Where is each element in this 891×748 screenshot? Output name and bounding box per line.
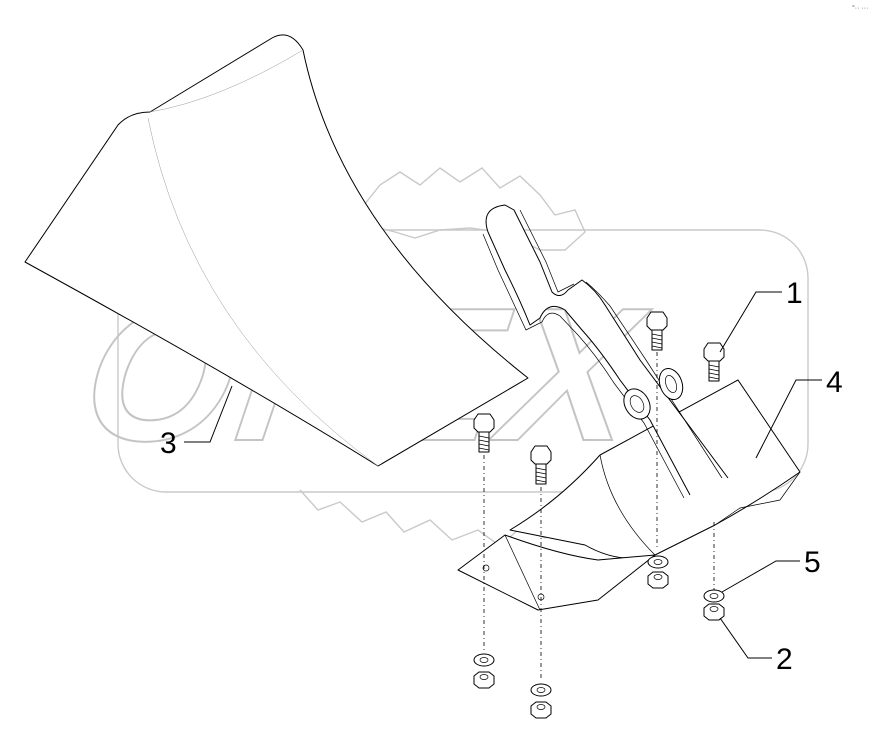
bolt-icon	[530, 445, 552, 485]
watermark-gear-outline	[359, 167, 586, 251]
watermark-frame	[117, 229, 809, 493]
bolts-part-1	[473, 311, 725, 485]
guard-plate-top-fold	[149, 49, 304, 113]
leader-line-4	[755, 379, 822, 459]
leader-line-1	[719, 291, 782, 353]
bolt-icon	[703, 342, 725, 382]
bracket-hole-left	[482, 564, 490, 572]
leader-line-5	[721, 560, 800, 593]
wire-eye-left-inner	[629, 395, 645, 413]
leader-lines	[184, 291, 822, 659]
leader-line-3	[184, 385, 233, 443]
bracket-crease	[599, 454, 656, 556]
guard-plate-fold-line	[147, 117, 379, 467]
wire-eye-right-inner	[665, 375, 677, 393]
callout-label-5: 5	[804, 546, 821, 579]
leader-line-2	[719, 617, 772, 659]
washer-icon	[473, 653, 495, 667]
bolt-icon	[473, 413, 495, 453]
washer-icon	[530, 683, 552, 697]
wire-inner	[482, 209, 723, 499]
bracket-base	[457, 534, 656, 611]
spring-wire	[482, 204, 729, 499]
bolt-icon	[646, 311, 668, 351]
watermark-gear-bottom	[299, 489, 559, 547]
nut-icon	[473, 671, 495, 689]
bracket-lip	[714, 471, 801, 526]
nut-icon	[647, 571, 669, 589]
wire-loop	[485, 204, 729, 496]
wire-eye-left	[623, 388, 651, 420]
washer-icon	[647, 555, 669, 569]
bracket-edge-line	[504, 534, 541, 611]
callout-label-4: 4	[826, 366, 843, 399]
corner-mark: °·· ···	[852, 4, 868, 12]
callout-labels: 1 2 3 4 5	[160, 277, 843, 676]
scraper-bracket-part-4	[457, 379, 801, 611]
assembly-axes	[483, 352, 715, 680]
nuts-part-2	[473, 571, 725, 719]
nut-icon	[703, 603, 725, 621]
wire-eye-right	[658, 368, 684, 400]
washer-icon	[703, 589, 725, 603]
callout-label-2: 2	[776, 643, 793, 676]
nut-icon	[530, 701, 552, 719]
guard-plate-part-3	[24, 34, 529, 467]
callout-label-1: 1	[786, 277, 803, 310]
callout-label-3: 3	[160, 427, 177, 460]
washers-part-5	[473, 555, 725, 697]
guard-plate-body	[24, 34, 529, 467]
